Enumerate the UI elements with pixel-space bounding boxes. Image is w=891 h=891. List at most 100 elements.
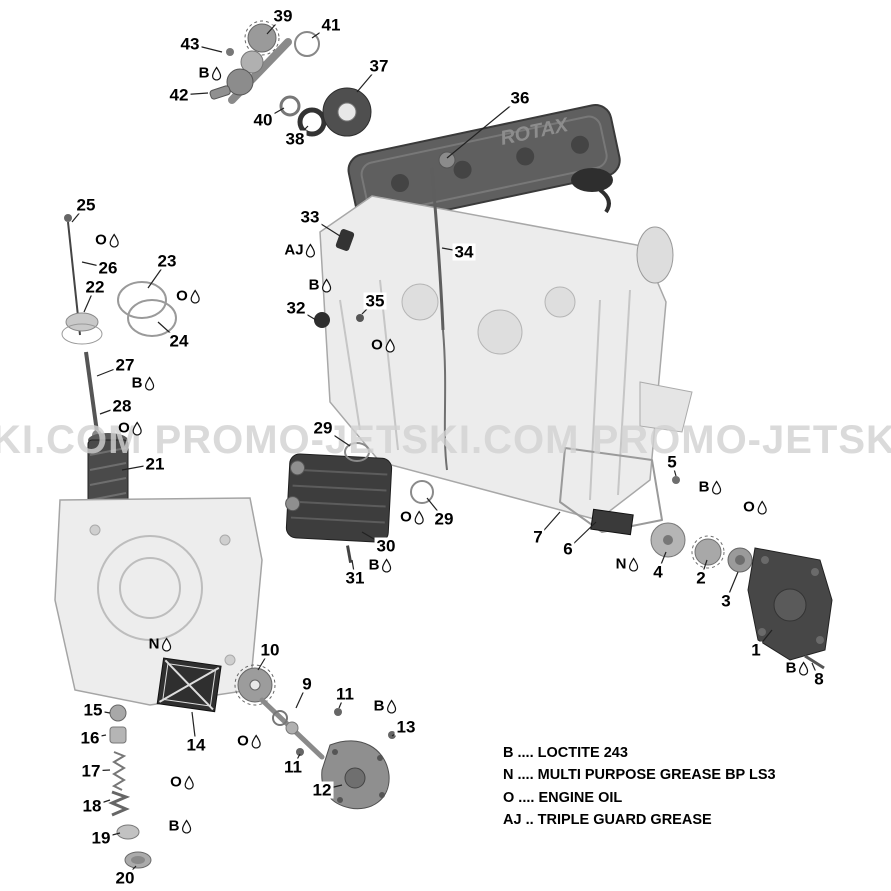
callout-41: 41 [319,15,343,35]
callout-20: 20 [113,868,137,888]
callout-9: 9 [300,674,314,694]
callout-7: 7 [531,527,545,547]
lube-marker-O: O [170,775,194,790]
pto-assembly [209,20,372,137]
oil-cap [571,168,613,192]
callout-11: 11 [334,684,356,704]
callout-33: 33 [298,207,322,227]
lube-marker-B: B [132,376,155,391]
lube-marker-B: B [169,819,192,834]
callout-38: 38 [283,129,307,149]
legend: B .... LOCTITE 243 N .... MULTI PURPOSE … [503,742,776,832]
lube-marker-O: O [743,500,767,515]
callout-22: 22 [83,277,107,297]
legend-item-grease: N .... MULTI PURPOSE GREASE BP LS3 [503,767,776,784]
oil-droplet-icon [711,480,722,494]
callout-17: 17 [79,761,103,781]
oil-droplet-icon [161,637,172,651]
callout-21: 21 [143,454,167,474]
callout-40: 40 [251,110,275,130]
callout-11: 11 [282,757,304,777]
oil-droplet-icon [132,421,142,435]
lube-marker-B: B [309,278,332,293]
callout-43: 43 [178,34,202,54]
oil-droplet-icon [321,278,332,292]
watermark: KI.COM PROMO-JETSKI.COM PROMO-JETSKI.C [0,418,891,462]
callout-18: 18 [80,796,104,816]
oil-dipstick [61,214,177,440]
callout-4: 4 [651,562,665,582]
crankcase [54,497,263,706]
lube-letter: O [400,508,412,526]
lube-marker-B: B [199,66,222,81]
callout-26: 26 [96,258,120,278]
callout-8: 8 [812,669,826,689]
callout-27: 27 [113,355,137,375]
lube-letter: N [148,635,160,653]
oil-droplet-icon [211,66,222,80]
oil-cooler [285,453,393,564]
lube-letter: B [373,697,385,715]
lube-marker-B: B [699,480,722,495]
callout-2: 2 [694,568,708,588]
lube-letter: O [371,336,383,354]
lube-letter: B [368,556,380,574]
lube-marker-O: O [176,289,200,304]
callout-6: 6 [561,539,575,559]
lube-letter: N [615,555,627,573]
oil-droplet-icon [386,699,397,713]
callout-28: 28 [110,396,134,416]
oil-droplet-icon [251,734,261,748]
oil-droplet-icon [385,338,395,352]
callout-30: 30 [374,536,398,556]
oil-pump-group [559,447,833,670]
callout-42: 42 [167,85,191,105]
oil-droplet-icon [414,510,424,524]
lube-letter: O [118,419,130,437]
oil-strainer [156,657,222,713]
oil-droplet-icon [190,289,200,303]
lube-marker-AJ: AJ [284,241,316,259]
callout-39: 39 [271,6,295,26]
lube-letter: O [170,773,182,791]
lube-letter: O [176,287,188,305]
callout-5: 5 [665,452,679,472]
callout-35: 35 [363,291,387,311]
oil-droplet-icon [381,558,392,572]
legend-item-triple-guard: AJ .. TRIPLE GUARD GREASE [503,812,712,829]
lube-marker-N: N [616,557,639,572]
callout-32: 32 [284,298,308,318]
callout-31: 31 [343,568,367,588]
lube-letter: O [95,231,107,249]
leader-line-36 [446,97,521,159]
callout-3: 3 [719,591,733,611]
lube-marker-B: B [374,699,397,714]
lube-marker-O: O [237,734,261,749]
lube-letter: AJ [284,241,304,259]
lube-letter: B [308,276,320,294]
oil-droplet-icon [181,819,192,833]
oil-filter [87,433,129,517]
callout-10: 10 [258,640,282,660]
lube-marker-O: O [400,510,424,525]
lube-letter: B [198,64,210,82]
callout-13: 13 [394,717,418,737]
callout-23: 23 [155,251,179,271]
lube-letter: B [785,659,797,677]
lube-marker-B: B [786,661,809,676]
legend-item-loctite: B .... LOCTITE 243 [503,745,628,761]
lube-letter: B [698,478,710,496]
lube-marker-N: N [149,637,172,652]
callout-34: 34 [452,242,476,262]
lube-letter: B [131,374,143,392]
lube-letter: O [237,732,249,750]
lube-marker-O: O [118,421,142,436]
valve-cover: ROTAX [347,104,621,227]
oil-droplet-icon [757,500,767,514]
lube-marker-O: O [371,338,395,353]
oil-droplet-icon [109,233,119,247]
callout-12: 12 [310,780,334,800]
callout-19: 19 [89,828,113,848]
callout-25: 25 [74,195,98,215]
